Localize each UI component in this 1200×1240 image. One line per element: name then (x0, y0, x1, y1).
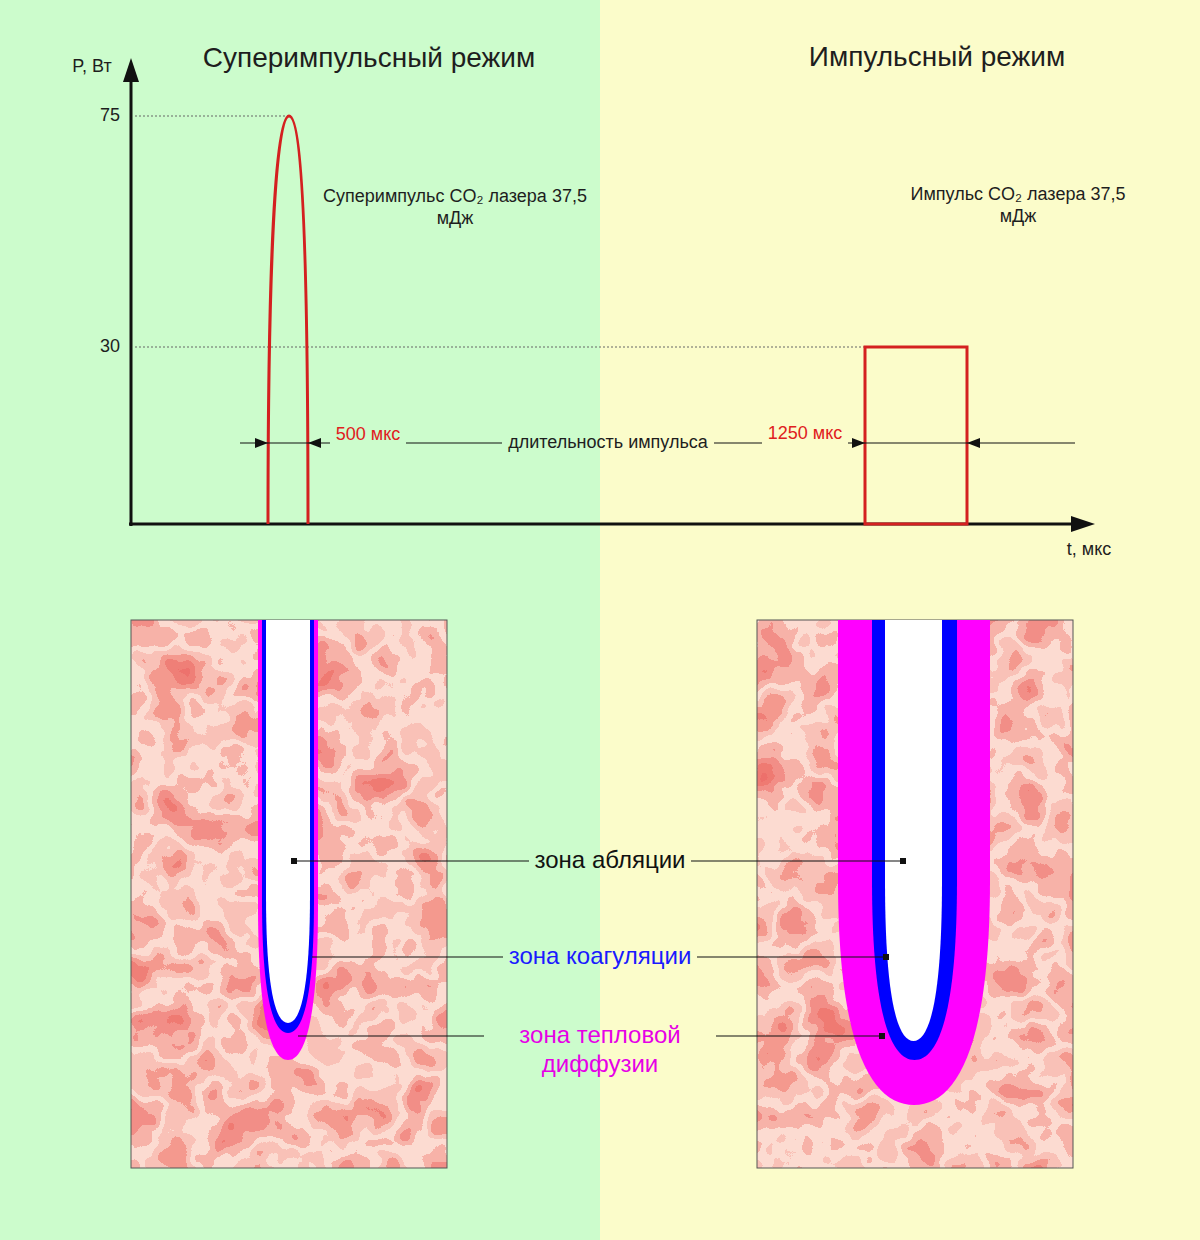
dimension-arrowhead (308, 438, 321, 448)
tissue-border (757, 620, 1073, 1168)
duration-label: длительность импульса (502, 432, 714, 454)
duration-value: 1250 мкс (762, 423, 849, 445)
axis-arrowhead (123, 58, 139, 82)
dimension-arrowhead (967, 438, 980, 448)
axis-label: t, мкс (1067, 539, 1111, 561)
tissue-block (131, 620, 447, 1168)
coagulation-zone (872, 620, 957, 1060)
leader-dot (883, 954, 889, 960)
pulse-note: Импульс CO₂ лазера 37,5 мДж (903, 184, 1133, 227)
leader-dot (291, 858, 297, 864)
thermal-diffusion-zone (838, 620, 990, 1105)
leader-lines (294, 861, 903, 1036)
zone-label: зона абляции (529, 846, 692, 875)
coagulation-zone (262, 620, 314, 1033)
leader-dot (879, 1033, 885, 1039)
guide-line (135, 347, 865, 348)
ablation-zone (266, 620, 310, 1023)
tissue-block (757, 620, 1073, 1168)
crater-group (258, 620, 990, 1105)
tissue-border (131, 620, 447, 1168)
superpulse-curve (268, 116, 308, 524)
axis-arrowhead (1071, 516, 1095, 532)
pulse-rectangle (865, 347, 967, 524)
y-axis (130, 78, 133, 526)
duration-value: 500 мкс (330, 424, 407, 446)
dimension-arrowhead (852, 438, 865, 448)
leader-dots (291, 858, 906, 1039)
axis-label: P, Вт (72, 56, 111, 78)
axis-tick: 75 (100, 105, 120, 127)
zone-label: зона тепловой диффузии (484, 1021, 716, 1079)
mode-heading: Суперимпульсный режим (203, 41, 535, 75)
thermal-diffusion-zone (258, 620, 318, 1060)
guide-line (135, 116, 288, 117)
mode-heading: Импульсный режим (809, 40, 1065, 74)
dimension-arrowhead (255, 438, 268, 448)
pulse-note: Суперимпульс CO₂ лазера 37,5 мДж (305, 186, 605, 229)
zone-label: зона коагуляции (503, 942, 698, 971)
ablation-zone (885, 620, 942, 1041)
axes (129, 78, 1074, 526)
axis-tick: 30 (100, 336, 120, 358)
leader-dot (900, 858, 906, 864)
